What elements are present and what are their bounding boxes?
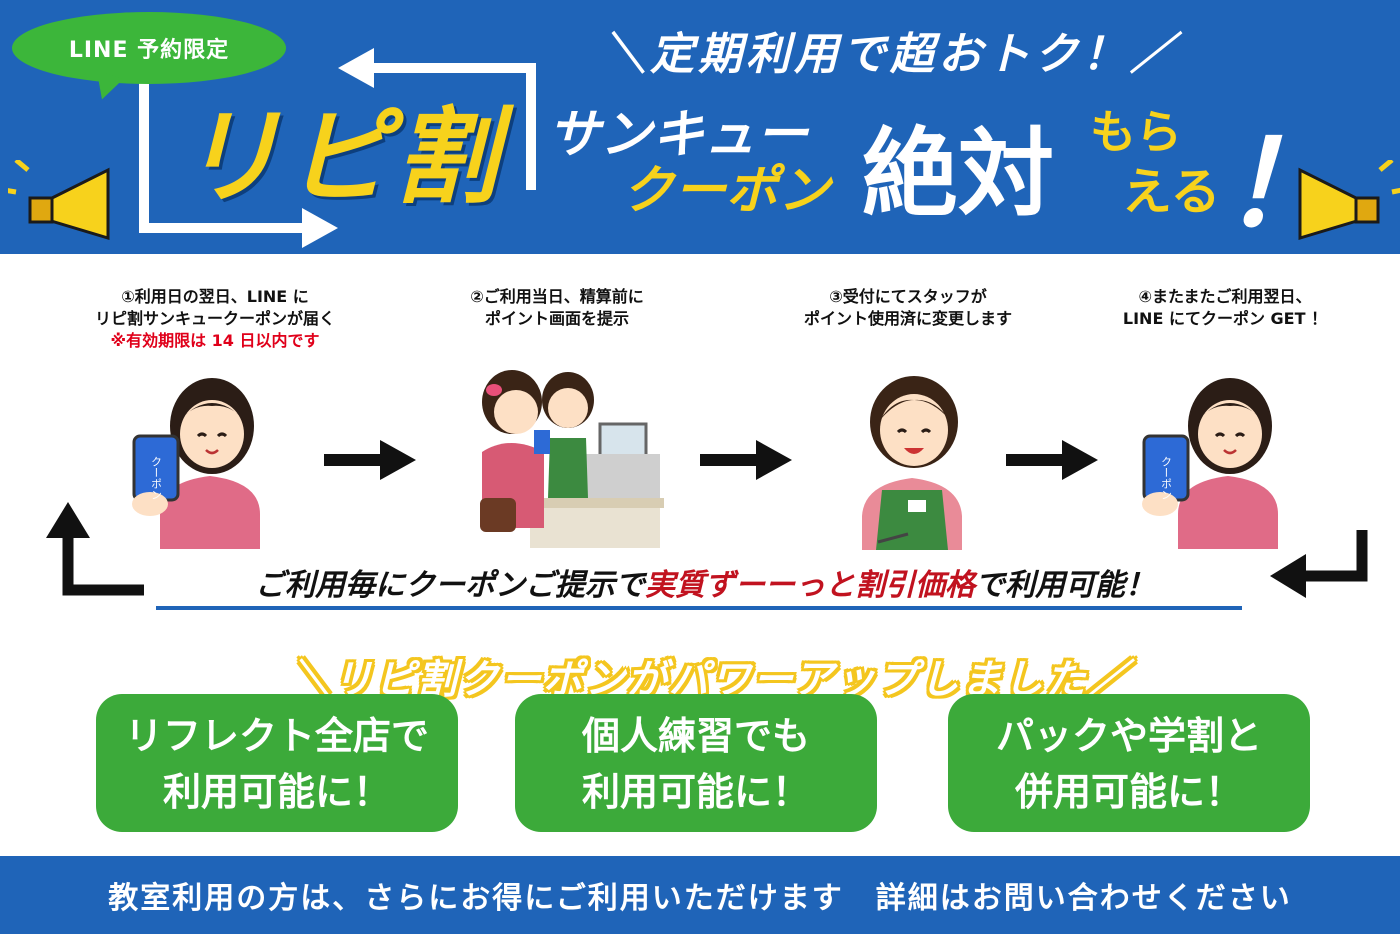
arrow-right-icon-1 [324,440,416,480]
line-limited-badge: LINE 予約限定 [12,12,286,84]
banner-part1: ご利用毎にクーポンご提示で [255,568,645,603]
step-1-line2: リピ割サンキュークーポンが届く [94,309,335,328]
banner-part2: で利用可能！ [975,568,1155,603]
step-2-line2: ポイント画面を提示 [484,309,629,328]
benefit-2-line1: 個人練習でも [581,714,810,758]
step-2-caption: ②ご利用当日、精算前に ポイント画面を提示 [392,286,722,330]
header-banner: LINE 予約限定 ＼定期利用で超おトク！／ リピ割 サンキュー クーポン 絶対… [0,0,1400,254]
badge-label: LINE 予約限定 [68,38,230,63]
megaphone-left-icon [8,160,110,240]
banner-highlight: 実質ずーーっと割引価格 [645,568,975,603]
step-3-caption: ③受付にてスタッフが ポイント使用済に変更します [743,286,1073,330]
banner-underline [156,606,1242,610]
customer-with-phone-illustration: クーポン [132,378,260,549]
step-3-line1: ③受付にてスタッフが [829,287,987,306]
step-4-line1: ④またまたご利用翌日、 [1138,287,1312,306]
exclaim-mark: ！ [1222,115,1341,253]
counter-checkout-illustration [480,370,664,548]
arrow-right-icon-2 [700,440,792,480]
morau-text-1: もら [1090,105,1182,159]
step-1-caption: ①利用日の翌日、LINE に リピ割サンキュークーポンが届く ※有効期限は 14… [50,286,380,352]
loop-arrows-graphic [139,48,536,248]
benefit-3-line1: パックや学割と [995,714,1262,758]
step-1-line1: ①利用日の翌日、LINE に [121,287,309,306]
step-4-line2: LINE にてクーポン GET ！ [1122,309,1328,328]
customer-with-phone-illustration-2: クーポン [1142,378,1278,549]
campaign-title: リピ割 [177,95,502,218]
zettai-text: 絶対 [862,118,1054,230]
footer-text: 教室利用の方は、さらにお得にご利用いただけます 詳細はお問い合わせください [108,881,1292,916]
loop-up-arrow-icon [46,502,144,596]
morau-text-2: える [1122,163,1221,221]
benefit-1-line1: リフレクト全店で [124,714,429,758]
loop-down-left-arrow-icon [1270,530,1368,598]
benefit-card-personal-practice: 個人練習でも 利用可能に！ [515,694,877,832]
step-3-line2: ポイント使用済に変更します [803,309,1012,328]
benefit-card-all-stores: リフレクト全店で 利用可能に！ [96,694,458,832]
step-2-line1: ②ご利用当日、精算前に [470,287,644,306]
benefit-3-line2: 併用可能に！ [1014,770,1243,814]
megaphone-right-icon [1298,160,1400,240]
thankyou-text: サンキュー [548,105,809,165]
coupon-phone-label-2: クーポン [1160,456,1173,500]
step-1-warning: ※有効期限は 14 日以内です [110,331,320,350]
coupon-text: クーポン [622,161,831,221]
step-4-caption: ④またまたご利用翌日、 LINE にてクーポン GET ！ [1060,286,1390,330]
discount-banner-text: ご利用毎にクーポンご提示で実質ずーーっと割引価格で利用可能！ [150,560,1260,606]
coupon-phone-label-1: クーポン [150,456,163,500]
staff-illustration [862,376,962,550]
benefit-2-line2: 利用可能に！ [581,770,810,814]
footer-notice: 教室利用の方は、さらにお得にご利用いただけます 詳細はお問い合わせください [0,856,1400,934]
benefit-1-line2: 利用可能に！ [162,770,391,814]
header-subtitle: ＼定期利用で超おトク！／ [602,29,1178,80]
arrow-right-icon-3 [1006,440,1098,480]
benefit-card-combined-use: パックや学割と 併用可能に！ [948,694,1310,832]
